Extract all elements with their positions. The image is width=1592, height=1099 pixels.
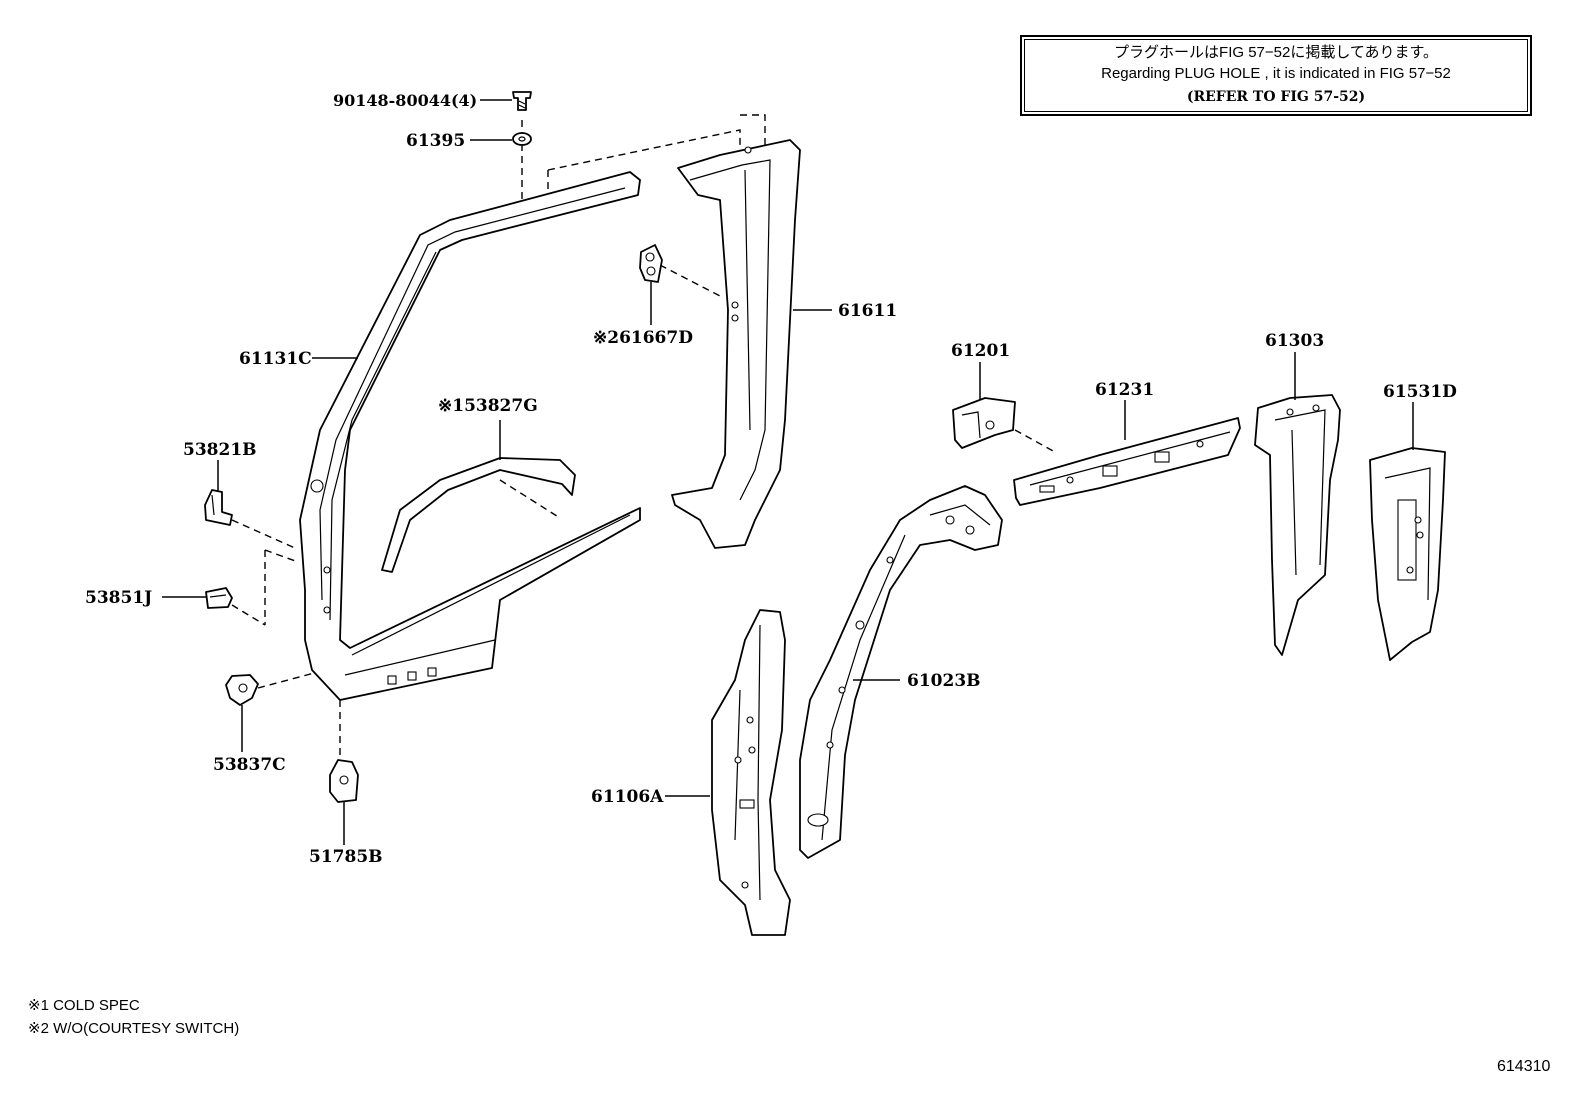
label-61231[interactable]: 61231 [1095, 380, 1154, 400]
bracket-61667D-icon[interactable] [639, 244, 663, 283]
label-53827G[interactable]: ※153827G [438, 396, 538, 416]
label-61395[interactable]: 61395 [406, 131, 465, 151]
clip-53821B-icon[interactable] [204, 489, 233, 526]
label-61531D[interactable]: 61531D [1383, 382, 1457, 402]
pillar-61023B[interactable] [799, 485, 1003, 859]
note-line-refer[interactable]: (REFER TO FIG 57-52) [1186, 89, 1366, 105]
label-53851J[interactable]: 53851J [85, 588, 152, 608]
leader-lines [162, 99, 1414, 845]
washer-61395-icon[interactable] [512, 132, 532, 146]
bracket-61201[interactable] [952, 397, 1016, 449]
part-labels: 90148-80044(4) 61395 61611 ※261667D 6113… [85, 91, 1457, 867]
label-51785B[interactable]: 51785B [309, 847, 383, 867]
label-61667D[interactable]: ※261667D [593, 328, 693, 348]
label-53837C[interactable]: 53837C [213, 755, 286, 775]
label-53821B[interactable]: 53821B [183, 440, 257, 460]
label-61303[interactable]: 61303 [1265, 331, 1324, 351]
footnote-cold-spec: ※1 COLD SPEC [28, 997, 140, 1014]
clip-53837C-icon[interactable] [225, 674, 259, 706]
note-line-english: Regarding PLUG HOLE , it is indicated in… [1101, 65, 1451, 82]
weatherstrip-53827G[interactable] [381, 457, 576, 573]
figure-number: 614310 [1497, 1058, 1551, 1075]
door-frame-61131C[interactable] [299, 171, 641, 701]
note-line-japanese: プラグホールはFIG 57−52に掲載してあります。 [1114, 44, 1438, 61]
assembly-dash-lines [231, 114, 1056, 760]
pillar-61531D[interactable] [1369, 447, 1446, 661]
reference-note-box: プラグホールはFIG 57−52に掲載してあります。 Regarding PLU… [1020, 35, 1532, 116]
pillar-61106A[interactable] [711, 609, 791, 936]
clip-53851J-icon[interactable] [205, 587, 233, 609]
footnote-courtesy-switch: ※2 W/O(COURTESY SWITCH) [28, 1020, 240, 1037]
screw-90148-icon[interactable] [512, 91, 532, 111]
pillar-61303[interactable] [1254, 394, 1341, 656]
label-61201[interactable]: 61201 [951, 341, 1010, 361]
label-61131C[interactable]: 61131C [239, 349, 312, 369]
pillar-61611[interactable] [671, 139, 801, 549]
rail-61231[interactable] [1013, 417, 1241, 506]
label-90148-80044[interactable]: 90148-80044(4) [333, 91, 477, 110]
label-61023B[interactable]: 61023B [907, 671, 981, 691]
label-61611[interactable]: 61611 [838, 301, 897, 321]
label-61106A[interactable]: 61106A [591, 787, 664, 807]
bracket-51785B-icon[interactable] [329, 759, 359, 803]
